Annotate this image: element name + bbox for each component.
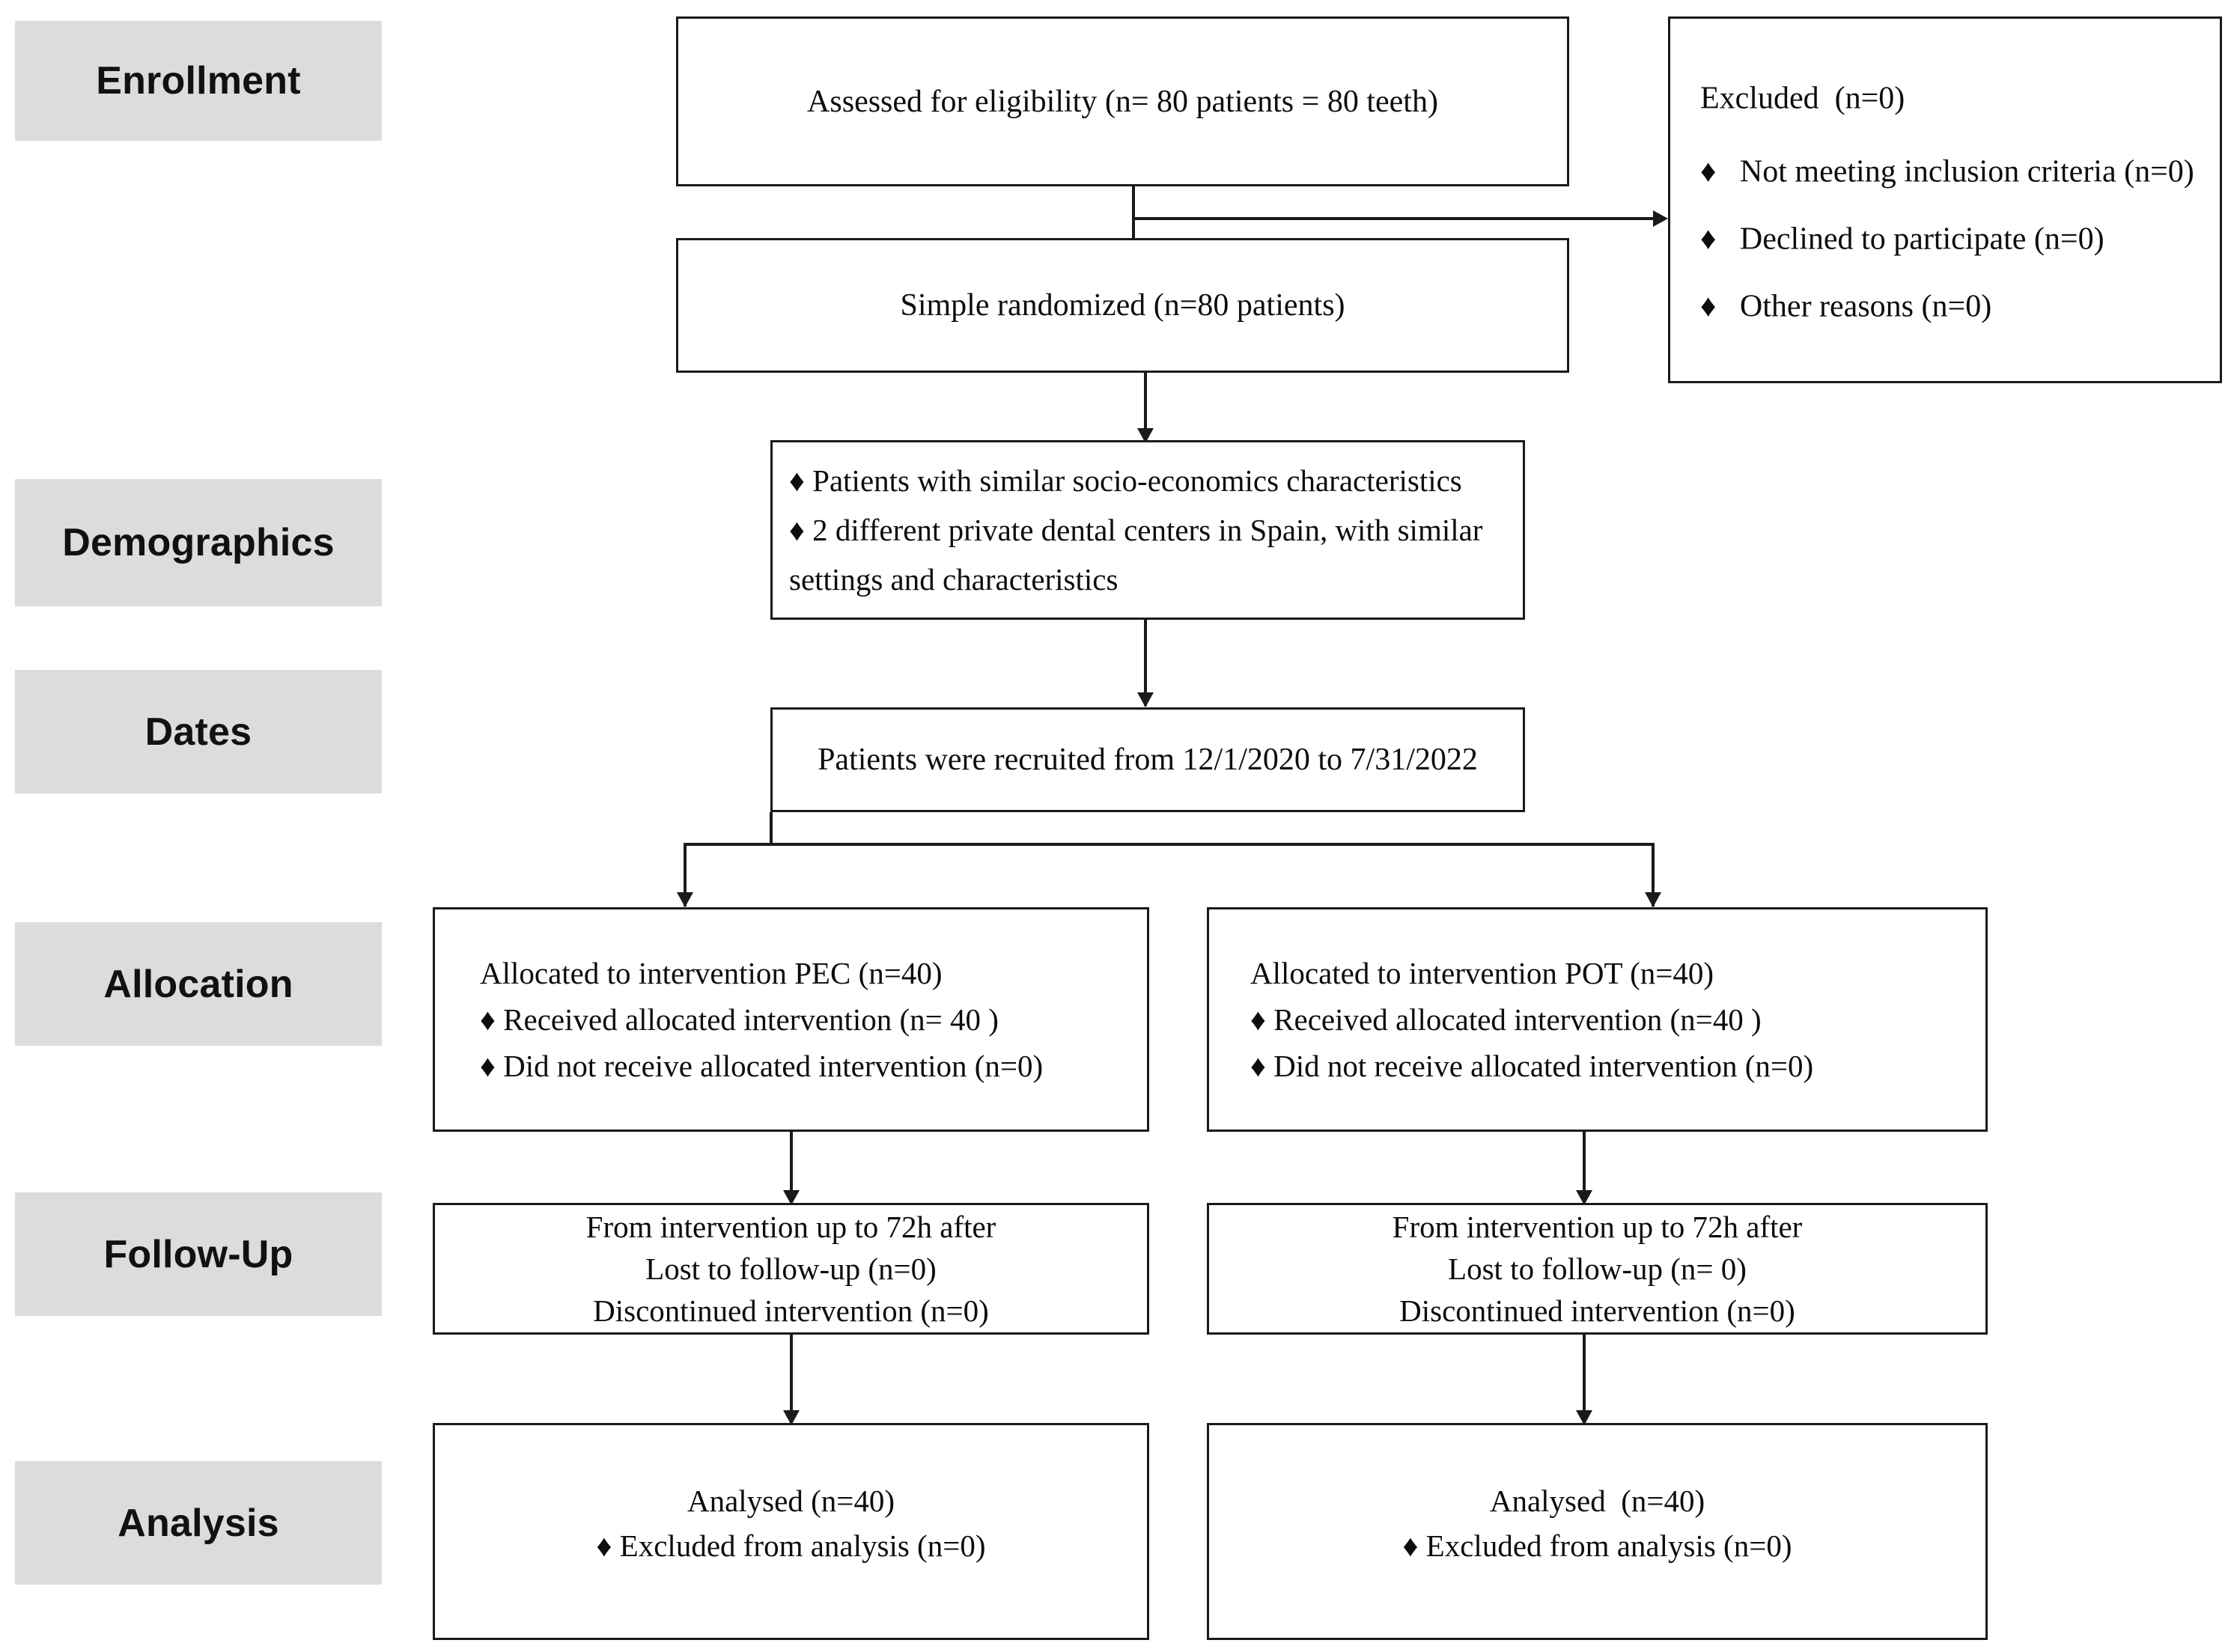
box-recruitment-dates: Patients were recruited from 12/1/2020 t… (770, 707, 1525, 812)
box-allocation-pot: Allocated to intervention POT (n=40) ♦ R… (1207, 907, 1988, 1132)
connector-eligibility-to-randomized (1132, 220, 1135, 238)
box-followup-pec-line-2: Lost to follow-up (n=0) (645, 1252, 937, 1286)
stage-label-analysis-text: Analysis (118, 1501, 279, 1545)
connector-dates-down (770, 812, 773, 846)
box-allocation-pec-line-2: ♦ Received allocated intervention (n= 40… (480, 1002, 999, 1037)
stage-label-dates: Dates (15, 670, 382, 793)
box-demographics-line-2: ♦ 2 different private dental centers in … (789, 513, 1483, 547)
connector-randomized-to-demographics (1144, 373, 1147, 437)
connector-allocation-pec-to-followup (790, 1132, 793, 1203)
box-excluded-line-3: ♦ Declined to participate (n=0) (1700, 222, 2104, 257)
box-followup-pec-line-1: From intervention up to 72h after (585, 1210, 996, 1244)
box-analysis-pec: Analysed (n=40) ♦ Excluded from analysis… (433, 1423, 1149, 1640)
box-allocation-pec: Allocated to intervention PEC (n=40) ♦ R… (433, 907, 1149, 1132)
stage-label-enrollment: Enrollment (15, 21, 382, 141)
connector-split-right-down (1652, 843, 1655, 906)
box-allocation-pec-line-3: ♦ Did not receive allocated intervention… (480, 1049, 1044, 1083)
stage-label-allocation: Allocation (15, 922, 382, 1046)
box-dates-line-1: Patients were recruited from 12/1/2020 t… (818, 743, 1478, 777)
box-analysis-pec-line-1: Analysed (n=40) (687, 1483, 895, 1518)
box-excluded-line-4: ♦ Other reasons (n=0) (1700, 289, 1992, 324)
box-demographics: ♦ Patients with similar socio-economics … (770, 440, 1525, 620)
box-followup-pec-line-3: Discontinued intervention (n=0) (593, 1293, 989, 1328)
box-excluded: Excluded (n=0) ♦ Not meeting inclusion c… (1668, 16, 2222, 383)
box-followup-pot-line-1: From intervention up to 72h after (1392, 1210, 1803, 1244)
box-followup-pot-line-3: Discontinued intervention (n=0) (1399, 1293, 1795, 1328)
connector-split-horizontal (684, 843, 1655, 846)
stage-label-followup-text: Follow-Up (103, 1232, 293, 1276)
box-excluded-line-1: Excluded (n=0) (1700, 81, 1905, 116)
connector-split-left-down (684, 843, 687, 906)
box-analysis-pot-line-2: ♦ Excluded from analysis (n=0) (1402, 1528, 1792, 1563)
box-followup-pot: From intervention up to 72h after Lost t… (1207, 1203, 1988, 1335)
box-simple-randomized: Simple randomized (n=80 patients) (676, 238, 1569, 373)
arrow-randomized-to-demographics-icon (1137, 428, 1154, 443)
box-assessed-line-1: Assessed for eligibility (n= 80 patients… (807, 84, 1438, 119)
arrow-allocation-pec-to-followup-icon (783, 1190, 800, 1205)
connector-followup-pec-to-analysis (790, 1335, 793, 1423)
stage-label-analysis: Analysis (15, 1461, 382, 1585)
box-assessed-for-eligibility: Assessed for eligibility (n= 80 patients… (676, 16, 1569, 186)
arrow-followup-pot-to-analysis-icon (1576, 1410, 1592, 1425)
stage-label-enrollment-text: Enrollment (96, 59, 301, 103)
stage-label-demographics-text: Demographics (62, 521, 335, 564)
box-allocation-pot-line-3: ♦ Did not receive allocated intervention… (1250, 1049, 1814, 1083)
arrow-allocation-pot-to-followup-icon (1576, 1190, 1592, 1205)
stage-label-dates-text: Dates (144, 710, 252, 754)
box-randomized-line-1: Simple randomized (n=80 patients) (900, 288, 1345, 323)
box-allocation-pec-line-1: Allocated to intervention PEC (n=40) (480, 956, 943, 990)
box-analysis-pec-line-2: ♦ Excluded from analysis (n=0) (596, 1528, 986, 1563)
box-demographics-line-3: settings and characteristics (789, 562, 1118, 597)
box-excluded-line-2: ♦ Not meeting inclusion criteria (n=0) (1700, 154, 2194, 189)
box-analysis-pot: Analysed (n=40) ♦ Excluded from analysis… (1207, 1423, 1988, 1640)
connector-allocation-pot-to-followup (1583, 1132, 1586, 1203)
box-analysis-pot-line-1: Analysed (n=40) (1489, 1483, 1705, 1518)
stage-label-demographics: Demographics (15, 479, 382, 606)
box-allocation-pot-line-1: Allocated to intervention POT (n=40) (1250, 956, 1714, 990)
box-demographics-line-1: ♦ Patients with similar socio-economics … (789, 463, 1462, 498)
box-allocation-pot-line-2: ♦ Received allocated intervention (n=40 … (1250, 1002, 1762, 1037)
stage-label-allocation-text: Allocation (103, 962, 293, 1006)
arrow-to-excluded-icon (1653, 210, 1668, 227)
connector-demographics-to-dates (1144, 620, 1147, 706)
box-followup-pec: From intervention up to 72h after Lost t… (433, 1203, 1149, 1335)
box-followup-pot-line-2: Lost to follow-up (n= 0) (1448, 1252, 1747, 1286)
arrow-demographics-to-dates-icon (1137, 692, 1154, 707)
arrow-split-left-icon (677, 892, 693, 907)
connector-followup-pot-to-analysis (1583, 1335, 1586, 1423)
connector-eligibility-down (1132, 186, 1135, 219)
arrow-split-right-icon (1645, 892, 1661, 907)
connector-eligibility-to-excluded (1132, 217, 1655, 220)
stage-label-followup: Follow-Up (15, 1192, 382, 1316)
arrow-followup-pec-to-analysis-icon (783, 1410, 800, 1425)
